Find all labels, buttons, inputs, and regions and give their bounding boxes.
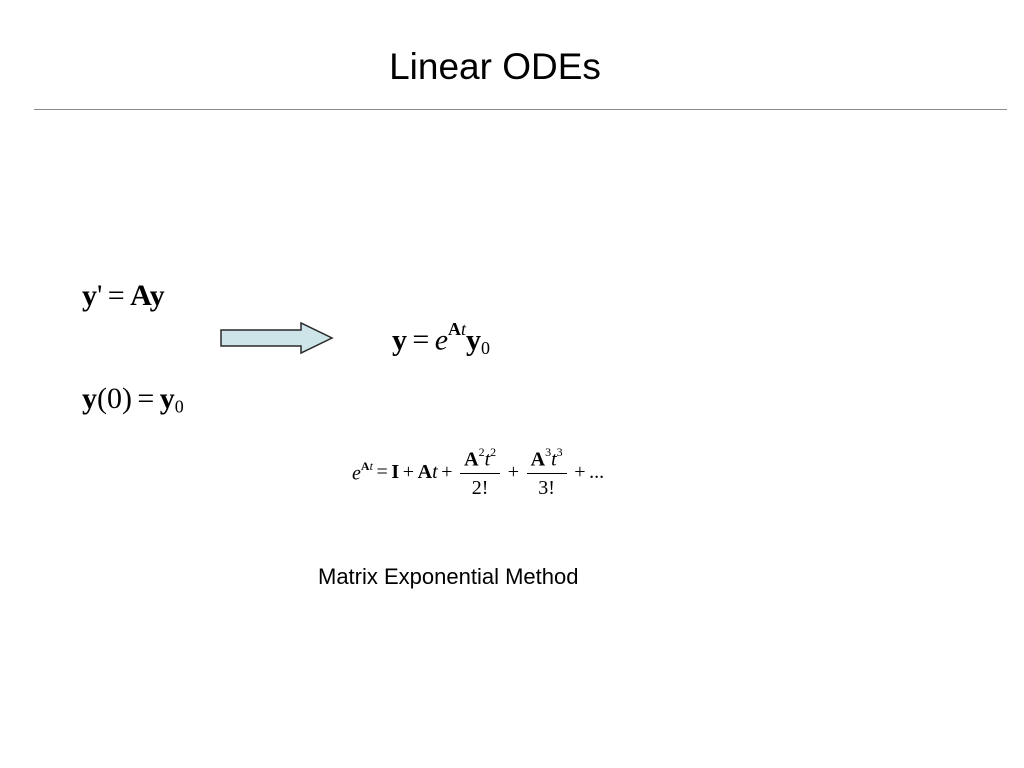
ic-y: y: [82, 382, 97, 415]
series-exp-t: t: [369, 459, 373, 473]
initial-condition-equation: y(0)=y0: [82, 384, 184, 416]
sol-exponent: At: [448, 319, 466, 339]
sol-subscript-0: 0: [481, 337, 491, 358]
series-exp-a: A: [360, 459, 370, 473]
series-e: e: [352, 462, 361, 485]
term-2-t: t: [484, 448, 491, 471]
ic-arg: (0): [97, 382, 132, 415]
ode-prime: ': [97, 279, 103, 312]
term-3-t-power: 3: [556, 445, 563, 459]
right-arrow-shape: [220, 321, 334, 355]
title-divider: [34, 109, 1007, 110]
ode-equation: y'=Ay: [82, 281, 165, 311]
ode-equals: =: [107, 279, 125, 312]
exponential-series-equation: eAt = I + At + A2t2 2! + A3t3 3! + ...: [352, 446, 604, 498]
series-plus-4: +: [574, 460, 586, 483]
method-caption: Matrix Exponential Method: [318, 564, 579, 589]
ic-equals: =: [137, 382, 155, 415]
series-at-term: At: [418, 462, 438, 482]
ode-y-rhs: y: [149, 279, 165, 312]
series-plus-2: +: [441, 460, 453, 483]
solution-equation: y=eAty0: [392, 320, 490, 357]
series-plus-1: +: [402, 460, 415, 483]
right-arrow-icon: [220, 321, 334, 355]
term-3-numerator: A3t3: [526, 445, 567, 474]
series-term-2: A2t2 2!: [460, 445, 501, 499]
series-lhs: eAt: [352, 460, 373, 484]
term-2-a-power: 2: [478, 445, 485, 459]
slide-title: Linear ODEs: [389, 46, 601, 87]
series-exponent: At: [361, 459, 373, 473]
term-3-denominator: 3!: [538, 476, 555, 499]
sol-exp-t: t: [461, 319, 467, 339]
term-3-t: t: [551, 448, 557, 471]
ic-y0: y: [159, 382, 175, 415]
series-t: t: [432, 460, 438, 483]
sol-y: y: [392, 323, 407, 357]
sol-e: e: [434, 323, 449, 357]
series-equals: =: [376, 460, 388, 483]
sol-exp-a: A: [448, 319, 462, 339]
term-2-denominator: 2!: [471, 476, 489, 499]
sol-equals: =: [412, 323, 430, 357]
series-ellipsis: ...: [589, 460, 605, 483]
term-3-a-power: 3: [545, 445, 552, 459]
series-plus-3: +: [507, 460, 520, 483]
term-2-numerator: A2t2: [460, 445, 501, 474]
term-2-a: A: [464, 448, 479, 471]
ode-y: y: [82, 279, 97, 312]
term-2-t-power: 2: [490, 445, 497, 459]
term-3-a: A: [530, 448, 546, 471]
series-identity: I: [391, 460, 400, 483]
sol-y0: y: [466, 323, 482, 357]
series-term-3: A3t3 3!: [526, 445, 567, 499]
ic-subscript-0: 0: [174, 396, 184, 417]
series-a: A: [417, 460, 433, 483]
ode-matrix-a: A: [130, 279, 150, 312]
